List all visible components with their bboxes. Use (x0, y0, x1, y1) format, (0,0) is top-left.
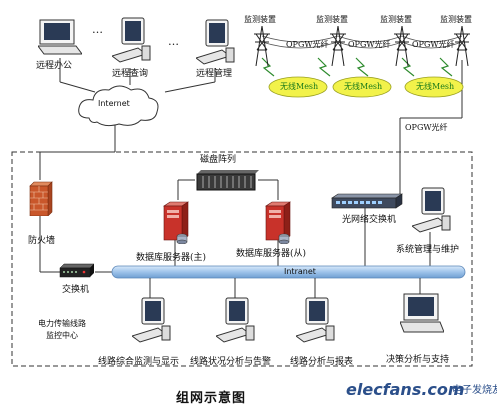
client-monitor-computer-icon (130, 296, 172, 352)
disk-array-label: 磁盘阵列 (200, 155, 237, 165)
db-server-master-icon (160, 200, 192, 248)
db-server-slave-label: 数据库服务器(从) (236, 249, 307, 259)
internet-label: Internet (98, 99, 130, 108)
client-alarm-label: 线路状况分析与告警 (190, 357, 272, 367)
intranet-bus (111, 265, 466, 279)
network-switch-icon (58, 262, 96, 284)
sys-mgmt-label: 系统管理与维护 (396, 245, 460, 255)
db-server-master-label: 数据库服务器(主) (136, 253, 207, 263)
intranet-label: Intranet (284, 267, 316, 276)
client-decision-label: 决策分析与支持 (386, 355, 450, 365)
client-decision-computer-icon (399, 292, 445, 340)
client-alarm-computer-icon (214, 296, 256, 352)
figure-caption: 组网示意图 (176, 391, 247, 406)
wireless-mesh-label-3: 无线Mesh (416, 82, 455, 91)
sys-mgmt-computer-icon (410, 186, 452, 240)
ellipsis-left: … (92, 23, 103, 36)
monitor-label-3: 监测装置 (380, 15, 412, 24)
firewall-icon (28, 180, 54, 220)
watermark-site: elecfans.com (346, 380, 465, 399)
opgw-fiber-label-2: OPGW光纤 (348, 40, 391, 49)
power-tower-icon (252, 25, 272, 70)
monitor-label-4: 监测装置 (440, 15, 472, 24)
wireless-mesh-2 (332, 76, 392, 102)
switch-label: 交换机 (62, 285, 90, 295)
power-tower-icon (452, 25, 472, 70)
wireless-mesh-1 (268, 76, 328, 102)
center-name-line2: 监控中心 (46, 331, 78, 340)
monitor-label-2: 监测装置 (316, 15, 348, 24)
disk-array-icon (193, 168, 259, 196)
remote-office-label: 远程办公 (36, 61, 73, 71)
internet-cloud-icon (75, 84, 161, 132)
remote-query-computer-icon (110, 16, 152, 72)
remote-query-label: 远程查询 (112, 69, 149, 79)
monitor-label-1: 监测装置 (244, 15, 276, 24)
ellipsis-right: … (168, 35, 179, 48)
remote-manage-computer-icon (194, 18, 236, 74)
wireless-mesh-label-1: 无线Mesh (280, 82, 319, 91)
monitoring-center-boundary (11, 151, 473, 367)
wireless-mesh-3 (404, 76, 464, 102)
watermark-cn: 电子发烧友 (452, 385, 497, 396)
opgw-downlink-label: OPGW光纤 (405, 123, 448, 132)
client-report-computer-icon (294, 296, 336, 352)
power-tower-icon (328, 25, 348, 70)
firewall-label: 防火墙 (28, 236, 56, 246)
client-monitor-label: 线路综合监测与显示 (98, 357, 180, 367)
client-report-label: 线路分析与报表 (290, 357, 354, 367)
opgw-fiber-label-1: OPGW光纤 (286, 40, 329, 49)
remote-manage-label: 远程管理 (196, 69, 233, 79)
remote-office-computer-icon (37, 18, 83, 62)
wireless-mesh-label-2: 无线Mesh (344, 82, 383, 91)
opgw-fiber-label-3: OPGW光纤 (412, 40, 455, 49)
optical-switch-icon (330, 192, 404, 216)
center-name-line1: 电力传输线路 (38, 319, 86, 328)
power-tower-icon (392, 25, 412, 70)
optical-switch-label: 光网络交换机 (342, 215, 397, 225)
db-server-slave-icon (262, 200, 294, 248)
